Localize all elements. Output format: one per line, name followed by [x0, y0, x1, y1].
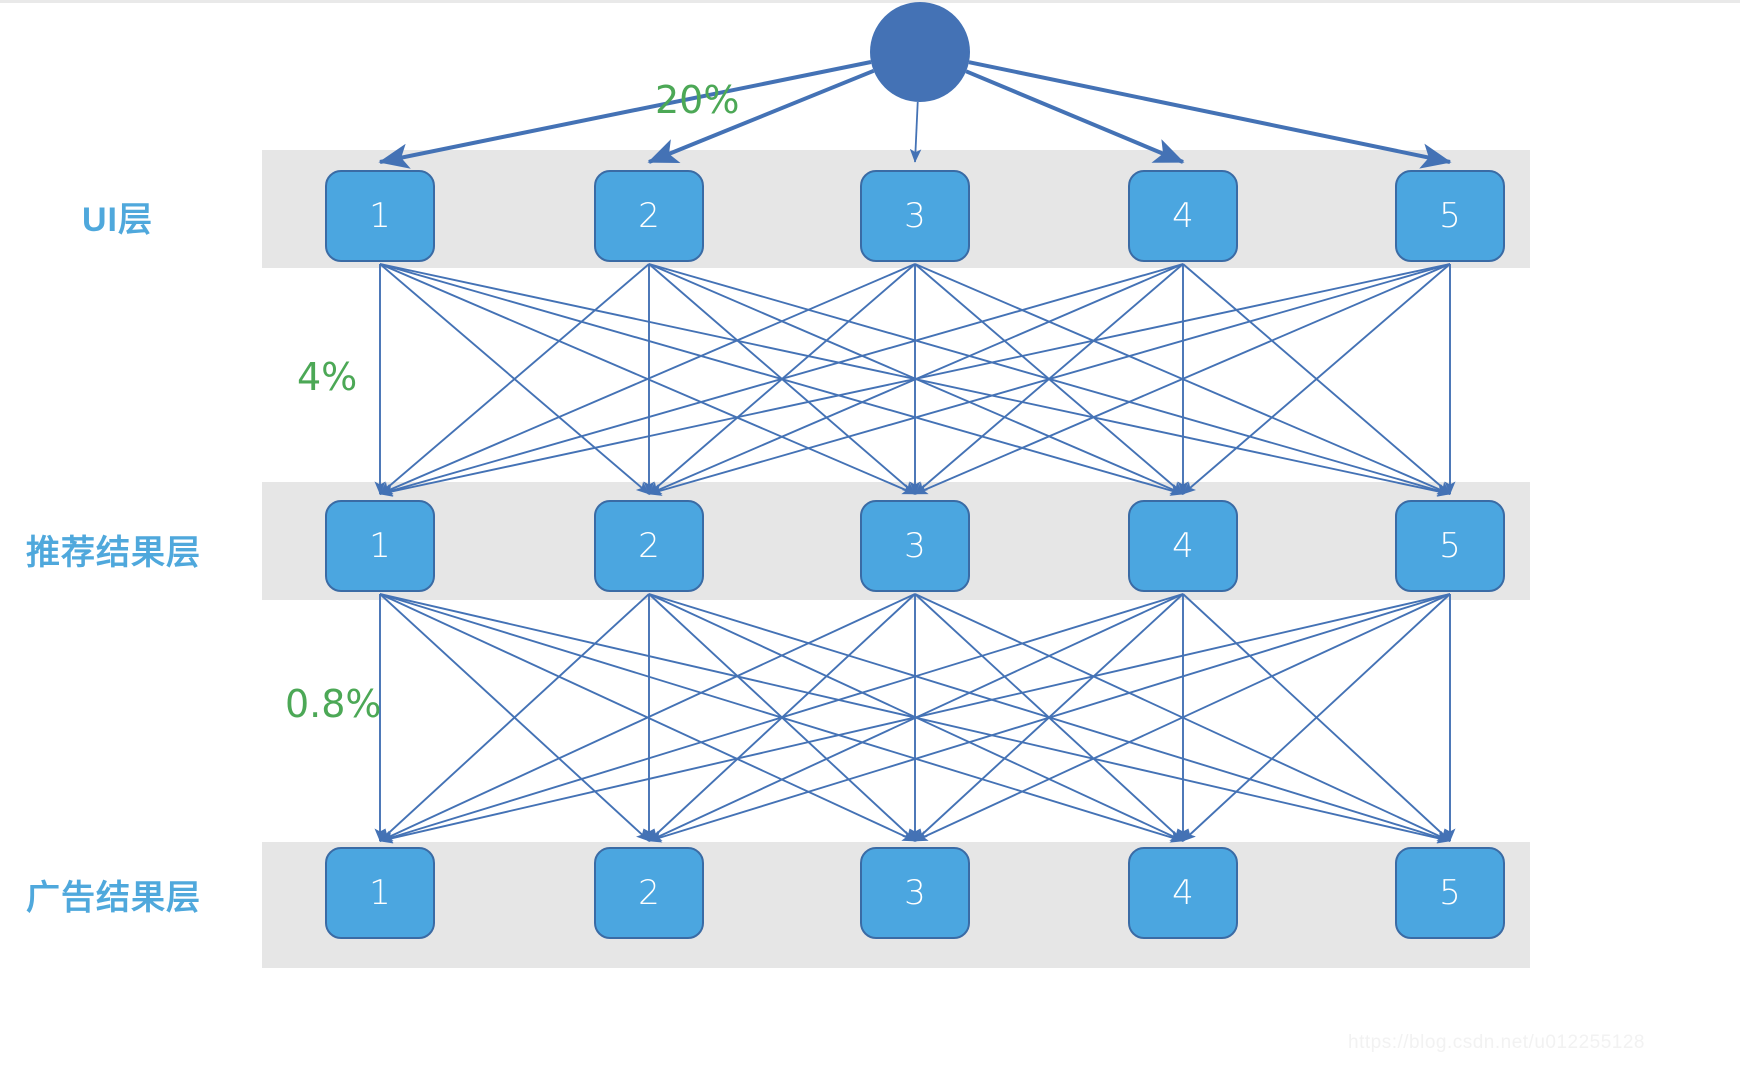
node-label: 2 [638, 873, 660, 913]
edge [647, 68, 875, 164]
node-label: 1 [369, 196, 391, 236]
edge [1182, 263, 1451, 495]
root-node-circle [870, 2, 970, 102]
node-label: 2 [638, 196, 660, 236]
node-label: 1 [369, 526, 391, 566]
edge [965, 69, 1185, 164]
node-ui-1[interactable]: 1 [325, 170, 435, 262]
edge [379, 593, 916, 842]
layer-label-ui: UI层 [82, 201, 153, 239]
layer-label-recommend: 推荐结果层 [26, 534, 201, 572]
node-ui-4[interactable]: 4 [1128, 170, 1238, 262]
node-ui-3[interactable]: 3 [860, 170, 970, 262]
layer-label-ads: 广告结果层 [26, 879, 201, 917]
percent-ui-to-recommend: 4% [297, 355, 358, 399]
node-ui-5[interactable]: 5 [1395, 170, 1505, 262]
edge [648, 593, 1451, 843]
node-label: 4 [1172, 526, 1194, 566]
edge [379, 263, 916, 495]
node-recommend-2[interactable]: 2 [594, 500, 704, 592]
node-ads-4[interactable]: 4 [1128, 847, 1238, 939]
node-label: 3 [904, 196, 926, 236]
edge [914, 593, 1451, 842]
edge [379, 593, 1184, 843]
node-ads-2[interactable]: 2 [594, 847, 704, 939]
node-ads-1[interactable]: 1 [325, 847, 435, 939]
node-label: 4 [1172, 196, 1194, 236]
node-recommend-5[interactable]: 5 [1395, 500, 1505, 592]
node-ads-3[interactable]: 3 [860, 847, 970, 939]
percent-root-to-ui: 20% [655, 78, 740, 122]
edge [968, 60, 1452, 169]
edge [379, 263, 1451, 497]
node-recommend-1[interactable]: 1 [325, 500, 435, 592]
node-label: 4 [1172, 873, 1194, 913]
node-label: 5 [1439, 873, 1461, 913]
edge [378, 60, 872, 169]
edge [909, 101, 922, 163]
node-ads-5[interactable]: 5 [1395, 847, 1505, 939]
node-recommend-3[interactable]: 3 [860, 500, 970, 592]
edge [379, 593, 650, 842]
node-ui-2[interactable]: 2 [594, 170, 704, 262]
node-label: 3 [904, 526, 926, 566]
node-label: 5 [1439, 526, 1461, 566]
edge [1182, 593, 1451, 842]
edge [379, 263, 650, 495]
edge [379, 593, 1451, 844]
node-label: 1 [369, 873, 391, 913]
node-label: 5 [1439, 196, 1461, 236]
edge [379, 263, 1184, 496]
node-recommend-4[interactable]: 4 [1128, 500, 1238, 592]
edge [648, 263, 1451, 496]
node-label: 2 [638, 526, 660, 566]
watermark-text: https://blog.csdn.net/u012255128 [1348, 1032, 1646, 1053]
node-label: 3 [904, 873, 926, 913]
edge [914, 263, 1451, 495]
top-border-line [0, 0, 1740, 3]
percent-recommend-to-ads: 0.8% [285, 682, 382, 726]
